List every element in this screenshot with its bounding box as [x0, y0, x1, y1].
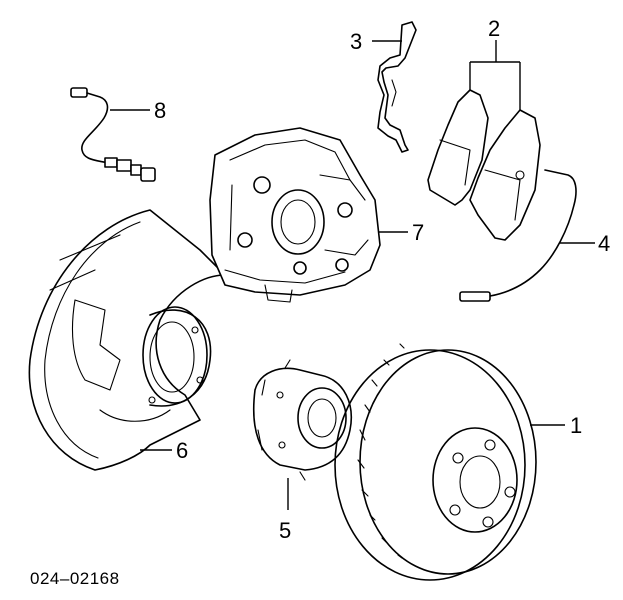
rear-wear-sensor-part [459, 169, 577, 302]
pad-spring-part [377, 21, 417, 153]
callout-6: 6 [176, 438, 188, 463]
callout-7: 7 [412, 220, 424, 245]
wear-sensor-part [70, 87, 156, 182]
dust-shield-part [28, 209, 226, 471]
callout-2: 2 [488, 16, 500, 41]
caliper-part [209, 127, 381, 303]
callout-4: 4 [598, 231, 610, 256]
brake-rotor-part [334, 343, 537, 581]
callout-3: 3 [350, 29, 362, 54]
callout-5: 5 [279, 518, 291, 543]
diagram-reference-number: 024–02168 [30, 569, 120, 588]
brake-pads-part [427, 89, 541, 241]
callout-8: 8 [154, 98, 166, 123]
callout-1: 1 [570, 413, 582, 438]
leader-line-2 [469, 40, 521, 110]
wheel-hub-part [252, 359, 352, 481]
